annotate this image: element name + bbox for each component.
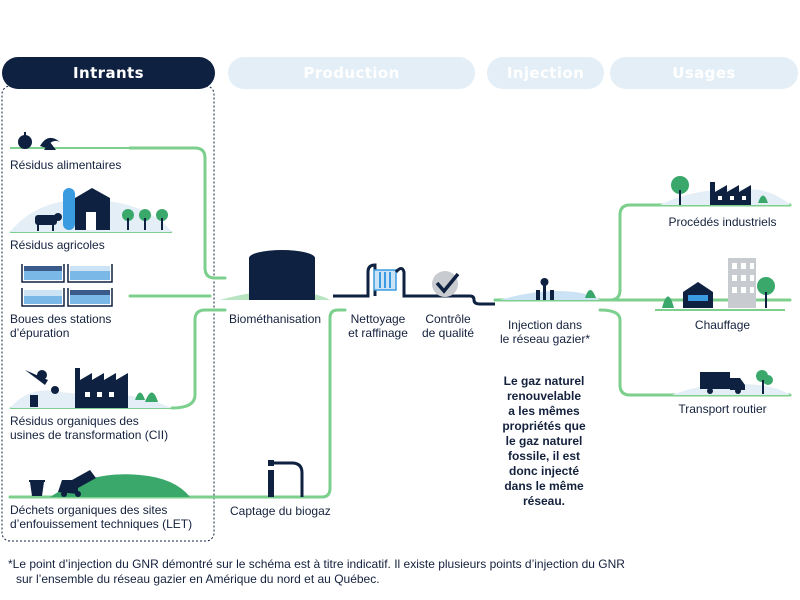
tab-injection[interactable]: Injection — [487, 57, 604, 89]
label-agri-waste: Résidus agricoles — [10, 238, 105, 252]
tab-label: Intrants — [73, 64, 144, 82]
note-line: fossile, il est — [507, 449, 581, 463]
heating-icon — [662, 258, 775, 308]
note-line: Le gaz naturel — [503, 374, 585, 388]
industry-icon — [660, 176, 790, 205]
footnote-line-2: sur l’ensemble du réseau gazier en Améri… — [16, 572, 380, 586]
flow-food — [128, 146, 227, 280]
tab-label: Production — [303, 64, 400, 82]
refinery-icon — [333, 263, 470, 298]
label-capture: Captage du biogaz — [230, 504, 331, 518]
footnote-line-1: *Le point d’injection du GNR démontré su… — [8, 557, 792, 572]
label-let-1: Déchets organiques des sites — [10, 503, 168, 517]
label-industry: Procédés industriels — [668, 215, 777, 229]
pipeline-to-injection — [469, 294, 495, 306]
tab-usages[interactable]: Usages — [610, 57, 798, 89]
truck-icon — [672, 370, 790, 395]
tab-label: Injection — [506, 64, 585, 82]
note-line: dans le même — [504, 479, 584, 493]
sludge-basins-icon — [21, 264, 113, 307]
flow-transport — [598, 308, 792, 397]
label-cleaning-1: Nettoyage — [350, 312, 406, 326]
note-line: propriétés que — [502, 419, 586, 433]
biogas-capture-icon — [268, 460, 304, 497]
note-line: a les mêmes — [508, 404, 580, 418]
note-line: réseau. — [522, 494, 566, 508]
label-quality-1: Contrôle — [425, 312, 471, 326]
footnote-star: * — [8, 557, 13, 571]
label-transport: Transport routier — [678, 402, 767, 416]
flow-let-up — [208, 308, 347, 499]
farm-icon — [10, 188, 172, 232]
label-sludge-2: d’épuration — [10, 326, 70, 340]
label-let-2: d’enfouissement techniques (LET) — [10, 517, 193, 531]
label-injection-1: Injection dans — [507, 318, 583, 332]
footnote-text-1: Le point d’injection du GNR démontré sur… — [12, 557, 625, 571]
label-cleaning-2: et raffinage — [348, 326, 408, 340]
injection-station-icon — [500, 278, 600, 300]
note-line: renouvelable — [506, 389, 582, 403]
label-cii-1: Résidus organiques des — [10, 414, 139, 428]
label-sludge-1: Boues des stations — [10, 312, 112, 326]
label-digester: Biométhanisation — [229, 312, 322, 326]
tab-intrants[interactable]: Intrants — [2, 57, 215, 89]
digester-icon — [220, 250, 330, 300]
food-waste-icon — [18, 132, 60, 150]
landfill-icon — [29, 470, 190, 497]
injection-note: Le gaz naturel renouvelable a les mêmes … — [498, 374, 590, 509]
flow-cii — [170, 308, 227, 410]
checkmark-icon — [432, 271, 460, 297]
footnote: *Le point d’injection du GNR démontré su… — [8, 557, 792, 587]
note-line: donc injecté — [508, 464, 579, 478]
label-food-waste: Résidus alimentaires — [10, 158, 122, 172]
label-quality-2: de qualité — [421, 326, 475, 340]
tab-label: Usages — [672, 64, 736, 82]
inputs-panel-border — [1, 85, 215, 542]
label-heating: Chauffage — [694, 318, 751, 332]
factory-icon — [10, 368, 172, 408]
note-line: le gaz naturel — [505, 434, 583, 448]
label-cii-2: usines de transformation (CII) — [10, 428, 169, 442]
label-injection-2: le réseau gazier* — [499, 332, 591, 346]
tab-production[interactable]: Production — [228, 57, 475, 89]
